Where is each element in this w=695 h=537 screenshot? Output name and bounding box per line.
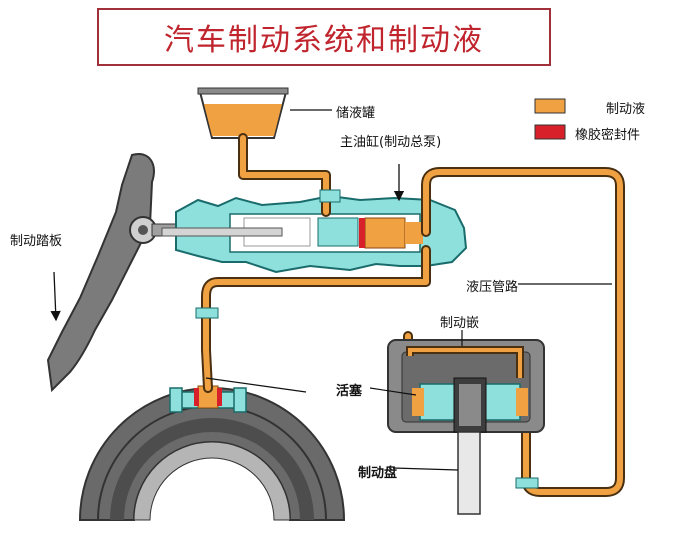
- fluid-reservoir: [197, 87, 289, 139]
- title-text: 汽车制动系统和制动液: [164, 23, 484, 58]
- label-pipe: 液压管路: [466, 280, 519, 295]
- label-disc: 制动盘: [358, 466, 398, 481]
- label-piston: 活塞: [336, 384, 363, 399]
- diagram-title: 汽车制动系统和制动液: [97, 8, 551, 66]
- brake-pedal-lever: [46, 153, 187, 393]
- label-caliper: 制动嵌: [440, 316, 480, 331]
- brake-disc: [457, 431, 481, 515]
- label-master-cylinder: 主油缸(制动总泵): [340, 135, 442, 150]
- master-cylinder-body: [161, 194, 468, 274]
- drum-piston-pointer: [205, 377, 307, 393]
- legend-swatch-fluid: [534, 98, 566, 114]
- label-pedal: 制动踏板: [10, 234, 63, 249]
- piston-pointer: [369, 387, 417, 396]
- label-reservoir: 储液罐: [336, 106, 376, 121]
- legend-swatch-seal: [534, 124, 566, 140]
- drum-brake: [78, 385, 346, 521]
- legend-label-seal: 橡胶密封件: [575, 128, 641, 143]
- pedal-force-arrow: [50, 271, 61, 322]
- disc-brake-caliper: [387, 339, 545, 433]
- legend-label-fluid: 制动液: [606, 102, 646, 117]
- disc-pointer: [392, 467, 459, 471]
